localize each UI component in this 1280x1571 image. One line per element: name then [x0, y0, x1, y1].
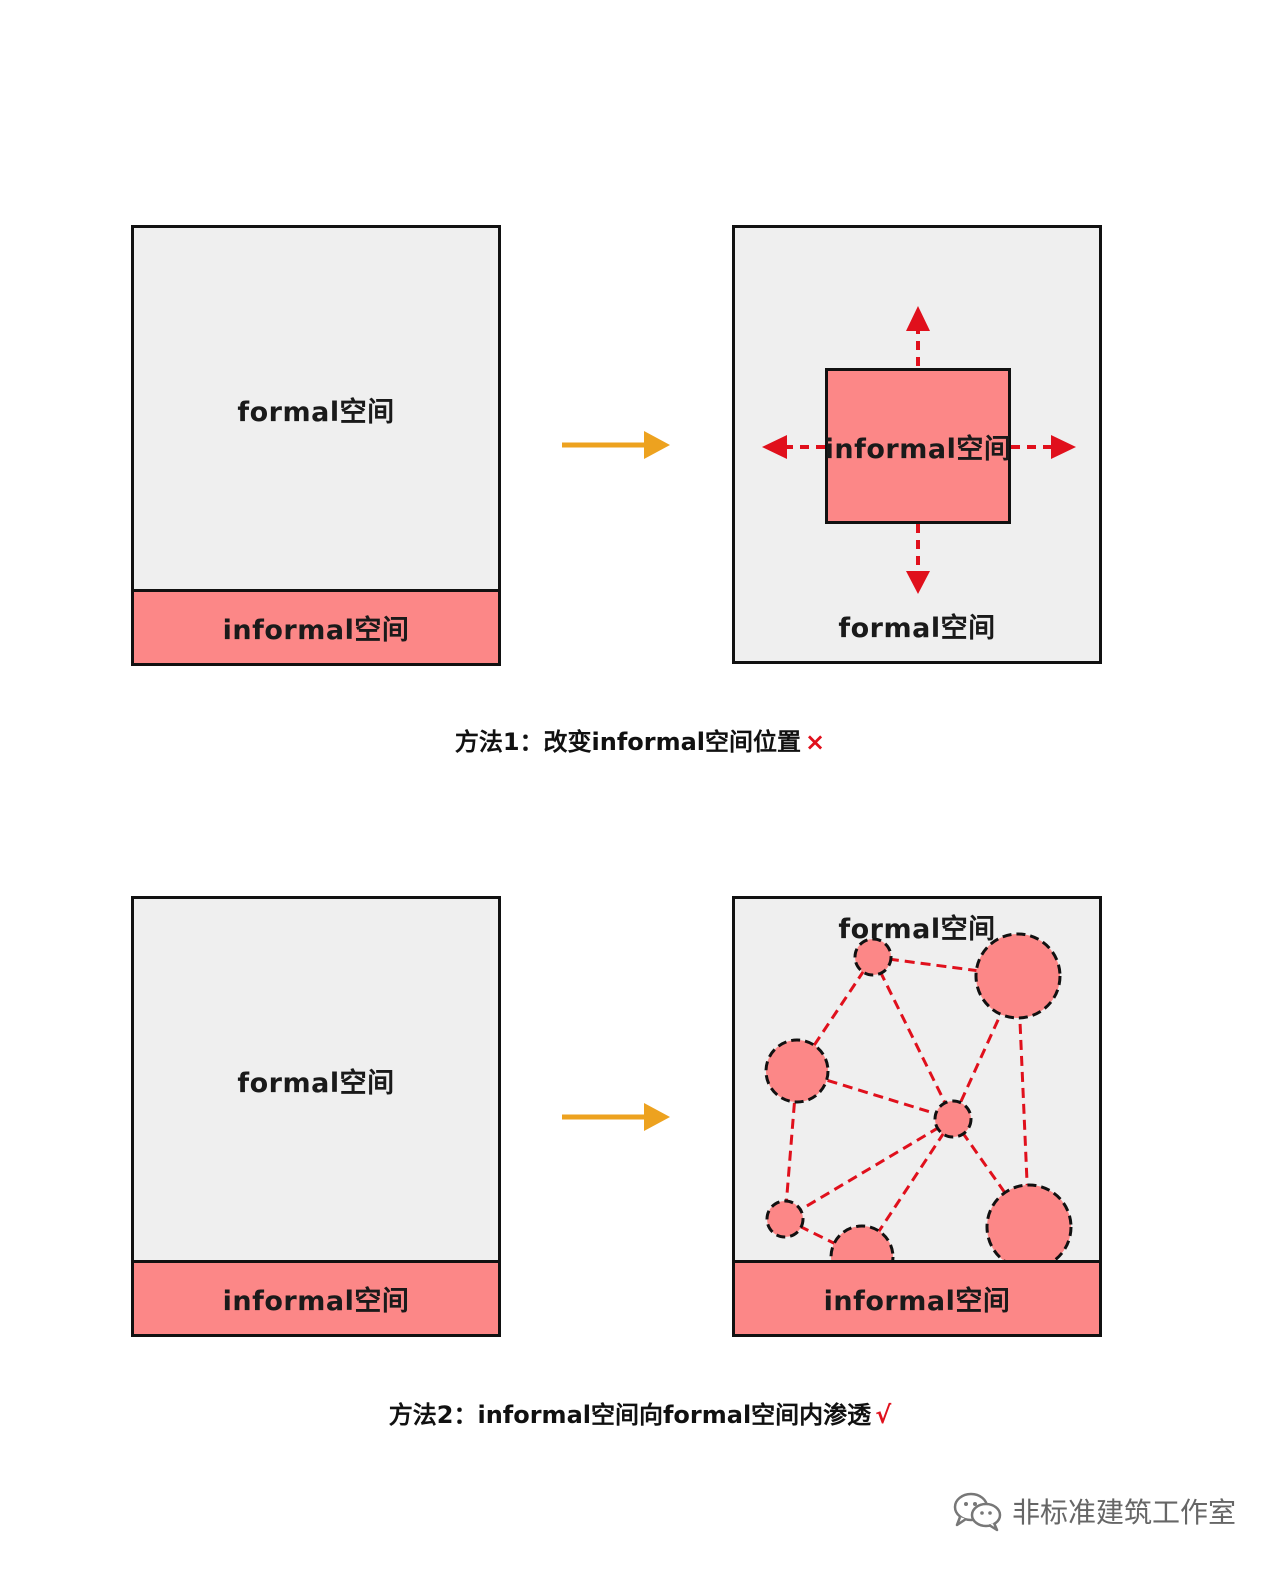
row2-original-space: formal空间 informal空间: [131, 896, 501, 1337]
row1-relocated-space: informal空间 formal空间: [732, 225, 1102, 664]
expansion-arrows: [762, 306, 1076, 594]
transform-arrow-1: [562, 431, 670, 459]
row1-original-space: formal空间 informal空间: [131, 225, 501, 666]
formal-space-label: formal空间: [838, 914, 996, 945]
method1-caption: 方法1：改变informal空间位置×: [0, 722, 1280, 757]
wechat-icon: [953, 1492, 1002, 1532]
method2-caption: 方法2：informal空间向formal空间内渗透√: [0, 1395, 1280, 1430]
formal-space-label: formal空间: [237, 397, 395, 428]
formal-space-label: formal空间: [838, 613, 996, 644]
informal-node: [765, 1199, 805, 1239]
informal-strip: informal空间: [735, 1260, 1099, 1334]
informal-node: [933, 1099, 973, 1139]
watermark: 非标准建筑工作室: [952, 1490, 1236, 1532]
method1-text: 方法1：改变informal空间位置: [454, 728, 802, 756]
arrow-right-icon: [1051, 435, 1076, 459]
permeation-network: [764, 932, 1073, 1290]
informal-space-label: informal空间: [222, 1286, 410, 1317]
informal-strip: informal空间: [134, 1260, 498, 1334]
transform-arrow-2: [562, 1103, 670, 1131]
informal-node: [764, 1038, 830, 1104]
watermark-text: 非标准建筑工作室: [1011, 1496, 1236, 1529]
cross-mark-icon: ×: [805, 728, 826, 756]
arrow-up-icon: [906, 306, 930, 331]
informal-node: [985, 1183, 1073, 1271]
informal-node: [853, 937, 893, 977]
informal-space-label: informal空间: [824, 433, 1012, 465]
informal-space-label: informal空间: [823, 1286, 1011, 1317]
check-mark-icon: √: [875, 1401, 892, 1429]
row2-permeated-space: formal空间 informal空间: [732, 896, 1102, 1337]
informal-strip: informal空间: [134, 589, 498, 663]
arrow-down-icon: [906, 571, 930, 594]
informal-core: informal空间: [825, 368, 1011, 524]
arrow-left-icon: [762, 435, 787, 459]
formal-space-label: formal空间: [237, 1068, 395, 1099]
informal-space-label: informal空间: [222, 615, 410, 646]
informal-node: [974, 932, 1062, 1020]
method2-text: 方法2：informal空间向formal空间内渗透: [388, 1401, 872, 1429]
